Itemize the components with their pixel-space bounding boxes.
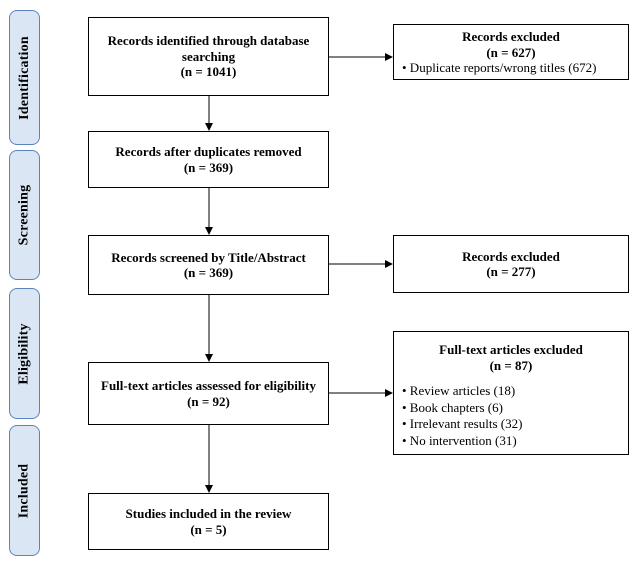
box-excluded-identification-count: (n = 627) [486,44,536,60]
box-after-duplicates-count: (n = 369) [183,159,234,175]
box-excluded-fulltext-reasons: • Review articles (18) • Book chapters (… [402,383,620,449]
box-excluded-fulltext: Full-text articles excluded (n = 87) • R… [393,331,629,455]
box-excluded-identification-reasons: • Duplicate reports/wrong titles (672) [402,60,620,76]
phase-screening: Screening [9,150,40,280]
list-item: • Duplicate reports/wrong titles (672) [402,60,597,75]
box-excluded-screening-count: (n = 277) [486,264,536,279]
box-records-identified-count: (n = 1041) [180,64,237,80]
box-fulltext-assessed: Full-text articles assessed for eligibil… [88,362,329,425]
box-records-identified: Records identified through database sear… [88,17,329,96]
box-fulltext-assessed-count: (n = 92) [187,393,230,409]
box-studies-included: Studies included in the review (n = 5) [88,493,329,550]
box-excluded-fulltext-title: Full-text articles excluded [439,342,583,357]
list-item: • No intervention (31) [402,432,517,448]
box-after-duplicates-title: Records after duplicates removed [115,144,302,159]
box-fulltext-assessed-title: Full-text articles assessed for eligibil… [101,378,316,393]
list-item: • Irrelevant results (32) [402,416,523,431]
box-studies-included-count: (n = 5) [190,521,227,537]
box-records-identified-title: Records identified through database sear… [107,33,310,64]
box-excluded-fulltext-count: (n = 87) [489,357,533,373]
box-records-screened-count: (n = 369) [183,265,234,280]
box-after-duplicates: Records after duplicates removed (n = 36… [88,131,329,188]
phase-included: Included [9,425,40,556]
box-records-screened: Records screened by Title/Abstract (n = … [88,235,329,295]
list-item: • Review articles (18) [402,383,516,398]
box-excluded-identification-title: Records excluded [462,29,560,44]
box-studies-included-title: Studies included in the review [125,506,292,521]
box-excluded-screening: Records excluded (n = 277) [393,235,629,293]
phase-identification: Identification [9,10,40,145]
phase-eligibility: Eligibility [9,288,40,419]
box-records-screened-title: Records screened by Title/Abstract [111,249,306,265]
box-excluded-identification: Records excluded (n = 627) • Duplicate r… [393,24,629,80]
box-excluded-screening-title: Records excluded [462,248,560,264]
list-item: • Book chapters (6) [402,399,503,415]
